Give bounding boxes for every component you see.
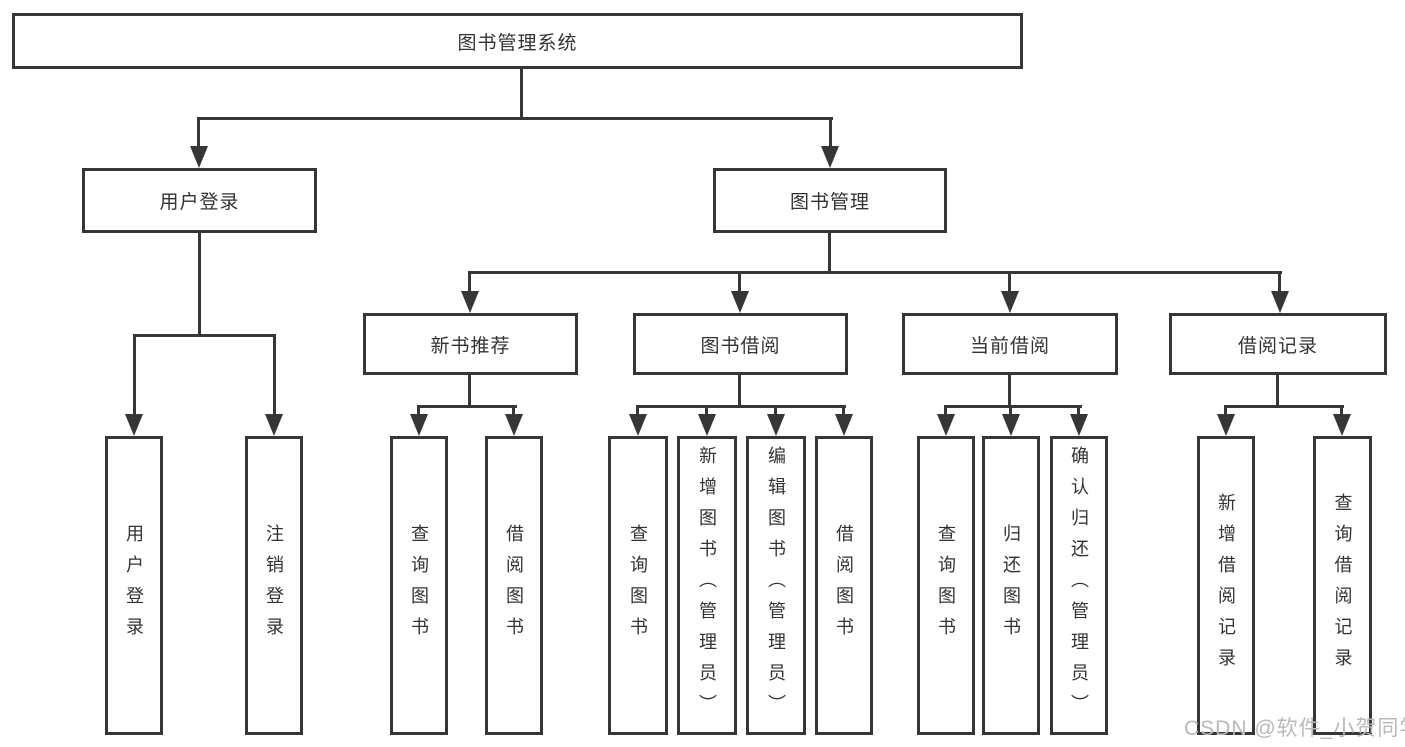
- node-label: 查询图书: [936, 523, 956, 648]
- connector-line: [468, 271, 1282, 274]
- leaf-confirm-return-admin: 确认归还（管理员）: [1050, 436, 1108, 735]
- arrow-down-icon: [821, 146, 839, 168]
- connector-line: [197, 117, 833, 120]
- connector-line: [512, 405, 515, 418]
- connector-line: [1224, 405, 1227, 418]
- node-book-management: 图书管理: [713, 168, 947, 233]
- node-root-library-system: 图书管理系统: [12, 13, 1023, 69]
- connector-line: [738, 375, 741, 408]
- connector-line: [1009, 405, 1012, 418]
- arrow-down-icon: [1333, 414, 1351, 436]
- node-label: 查询借阅记录: [1332, 492, 1353, 679]
- connector-line: [636, 405, 639, 418]
- connector-line: [520, 69, 523, 118]
- arrow-down-icon: [835, 414, 853, 436]
- connector-line: [738, 271, 741, 295]
- connector-line: [944, 405, 1082, 408]
- arrow-down-icon: [410, 414, 428, 436]
- node-label: 查询图书: [628, 523, 648, 648]
- arrow-down-icon: [1271, 291, 1289, 313]
- arrow-down-icon: [937, 414, 955, 436]
- connector-line: [1340, 405, 1343, 418]
- leaf-borrow-books-2: 借阅图书: [815, 436, 873, 735]
- node-borrowing-records: 借阅记录: [1169, 313, 1387, 375]
- node-user-login: 用户登录: [82, 168, 317, 233]
- leaf-borrow-books-1: 借阅图书: [485, 436, 543, 735]
- connector-line: [133, 334, 276, 337]
- connector-line: [417, 405, 517, 408]
- connector-line: [1278, 271, 1281, 295]
- connector-line: [636, 405, 846, 408]
- leaf-query-borrow-records: 查询借阅记录: [1313, 436, 1372, 735]
- connector-line: [1008, 375, 1011, 408]
- node-label: 借阅图书: [504, 523, 524, 648]
- node-label: 归还图书: [1001, 523, 1021, 648]
- arrow-down-icon: [505, 414, 523, 436]
- arrow-down-icon: [190, 146, 208, 168]
- node-label: 新增借阅记录: [1216, 492, 1236, 679]
- arrow-down-icon: [265, 414, 283, 436]
- leaf-return-books: 归还图书: [982, 436, 1040, 735]
- node-label: 确认归还（管理员）: [1069, 446, 1089, 725]
- arrow-down-icon: [731, 291, 749, 313]
- node-label: 图书管理: [789, 192, 870, 213]
- node-label: 新增图书（管理员）: [697, 446, 717, 725]
- leaf-query-books-3: 查询图书: [917, 436, 975, 735]
- arrow-down-icon: [1217, 414, 1235, 436]
- connector-line: [273, 334, 276, 416]
- leaf-query-books-1: 查询图书: [390, 436, 448, 735]
- connector-line: [829, 117, 832, 150]
- node-label: 用户登录: [159, 192, 240, 213]
- node-new-book-recommendation: 新书推荐: [363, 313, 578, 375]
- leaf-query-books-2: 查询图书: [608, 436, 668, 735]
- arrow-down-icon: [767, 414, 785, 436]
- connector-line: [1008, 271, 1011, 295]
- node-label: 图书借阅: [700, 335, 781, 357]
- node-book-borrowing: 图书借阅: [633, 313, 848, 375]
- node-label: 图书管理系统: [457, 32, 578, 54]
- arrow-down-icon: [125, 414, 143, 436]
- connector-line: [842, 405, 845, 418]
- node-label: 借阅图书: [834, 523, 854, 648]
- arrow-down-icon: [629, 414, 647, 436]
- leaf-add-books-admin: 新增图书（管理员）: [677, 436, 737, 735]
- node-label: 查询图书: [409, 523, 429, 648]
- arrow-down-icon: [461, 291, 479, 313]
- connector-line: [705, 405, 708, 418]
- connector-line: [828, 233, 831, 274]
- connector-line: [1077, 405, 1080, 418]
- node-label: 注销登录: [264, 523, 284, 648]
- arrow-down-icon: [1002, 414, 1020, 436]
- arrow-down-icon: [1001, 291, 1019, 313]
- leaf-logout: 注销登录: [245, 436, 303, 735]
- node-label: 用户登录: [124, 523, 144, 648]
- connector-line: [468, 271, 471, 295]
- connector-line: [197, 117, 200, 150]
- connector-line: [1224, 405, 1344, 408]
- node-current-borrowing: 当前借阅: [902, 313, 1118, 375]
- connector-line: [944, 405, 947, 418]
- arrow-down-icon: [1070, 414, 1088, 436]
- connector-line: [468, 375, 471, 408]
- connector-line: [774, 405, 777, 418]
- connector-line: [1276, 375, 1279, 408]
- leaf-user-login: 用户登录: [105, 436, 163, 735]
- csdn-watermark: CSDN @软件_小贺同学: [1184, 717, 1405, 740]
- arrow-down-icon: [698, 414, 716, 436]
- connector-line: [417, 405, 420, 418]
- node-label: 编辑图书（管理员）: [766, 446, 786, 725]
- node-label: 新书推荐: [430, 335, 511, 357]
- connector-line: [133, 334, 136, 416]
- node-label: 借阅记录: [1237, 335, 1318, 357]
- connector-line: [198, 233, 201, 336]
- leaf-edit-books-admin: 编辑图书（管理员）: [746, 436, 806, 735]
- node-label: 当前借阅: [969, 335, 1050, 357]
- leaf-add-borrow-record: 新增借阅记录: [1197, 436, 1255, 735]
